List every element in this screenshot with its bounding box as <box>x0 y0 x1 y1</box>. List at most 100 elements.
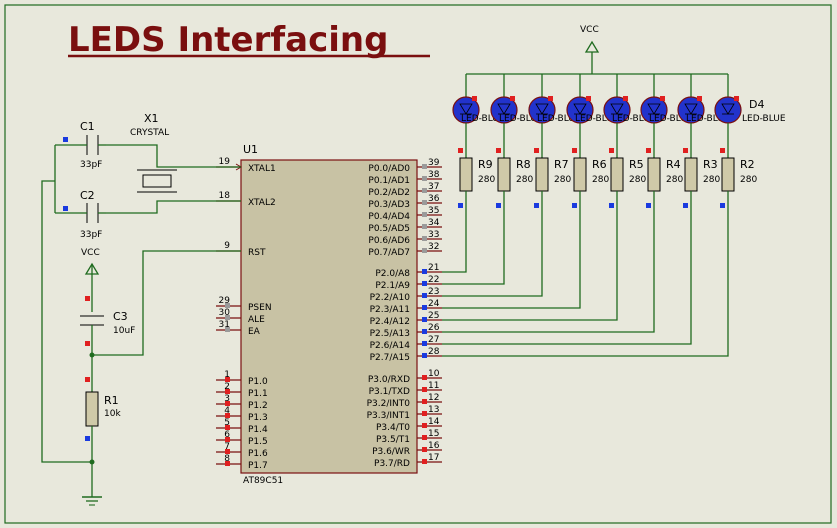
mcu-pin-label: P3.7/RD <box>374 459 410 469</box>
mcu-pin-label: ALE <box>248 315 265 325</box>
led-type-label: LED-BLUE <box>575 114 619 124</box>
mcu-pin-p1-5: 6P1.5 <box>216 430 268 447</box>
led-type-label: LED-BLUE <box>649 114 693 124</box>
c2-value: 33pF <box>80 230 102 240</box>
mcu-pin-label: P3.1/TXD <box>369 387 410 397</box>
mcu-pin-num: 35 <box>428 206 439 216</box>
mcu-pin-label: P0.5/AD5 <box>368 224 410 234</box>
mcu-pin-num: 28 <box>428 347 440 357</box>
mcu-pin-p3-7-rd: P3.7/RD 17 <box>374 453 442 469</box>
mcu-pin-label: P1.3 <box>248 413 268 423</box>
mcu-pin-label: P3.6/WR <box>372 447 410 457</box>
mcu-pin-label: P0.6/AD6 <box>368 236 410 246</box>
resistor-value: 280 <box>478 175 495 185</box>
mcu-pin-label: P2.4/A12 <box>370 317 410 327</box>
mcu-pin-label: P0.1/AD1 <box>368 176 410 186</box>
mcu-pin-label: XTAL1 <box>248 164 276 174</box>
r1-value: 10k <box>104 409 121 419</box>
mcu-pin-label: P3.4/T0 <box>376 423 410 433</box>
led-columns: LED-BLUER9280LED-BLUER8280LED-BLUER7280L… <box>442 74 757 357</box>
mcu-pin-p2-3-a11: P2.3/A11 24 <box>370 299 442 315</box>
led-channel-r7: LED-BLUE R7 280 <box>442 74 581 297</box>
crystal-ref: X1 <box>144 112 159 125</box>
mcu-pin-num: 22 <box>428 275 439 285</box>
resistor-body <box>535 157 549 192</box>
wire-xtal1 <box>55 144 241 168</box>
resistor-body <box>459 157 473 192</box>
mcu-pin-num: 36 <box>428 194 440 204</box>
wire-xtal2 <box>55 200 241 214</box>
resistor-ref: R7 <box>554 158 569 171</box>
mcu-pin-num: 12 <box>428 393 439 403</box>
mcu-pin-p3-4-t0: P3.4/T0 14 <box>376 417 442 433</box>
mcu-pin-num: 4 <box>224 406 230 416</box>
mcu-body <box>240 159 418 474</box>
mcu-pin-label: P0.0/AD0 <box>368 164 410 174</box>
mcu-pin-p0-1-ad1: P0.1/AD1 38 <box>368 170 442 186</box>
mcu-pin-num: 25 <box>428 311 439 321</box>
mcu-pin-num: 1 <box>224 370 230 380</box>
mcu-pin-num: 27 <box>428 335 439 345</box>
mcu-pin-num: 24 <box>428 299 440 309</box>
r1-ref: R1 <box>104 394 119 407</box>
wire-rst <box>91 250 241 356</box>
mcu-pin-num: 33 <box>428 230 439 240</box>
resistor-value: 280 <box>740 175 757 185</box>
r1-body <box>85 391 99 427</box>
mcu-pin-label: P1.6 <box>248 449 268 459</box>
mcu-pin-num: 19 <box>219 157 231 167</box>
mcu-pin-num: 38 <box>428 170 440 180</box>
mcu-pin-label: P2.5/A13 <box>370 329 410 339</box>
resistor-ref: R3 <box>703 158 718 171</box>
d4-ref: D4 <box>749 98 764 111</box>
led-bank: VCC LED-BLUER9280LED-BLUER8280LED-BLUER7… <box>442 25 786 357</box>
wire-port2-7 <box>442 191 729 357</box>
wire-port2-2 <box>442 191 543 297</box>
resistor-ref: R8 <box>516 158 531 171</box>
mcu-pin-num: 2 <box>224 382 230 392</box>
mcu-pin-num: 14 <box>428 417 440 427</box>
resistor-ref: R2 <box>740 158 755 171</box>
resistor-value: 280 <box>554 175 571 185</box>
reset-vcc-label: VCC <box>81 248 100 258</box>
mcu-u1[interactable]: U1 AT89C51 19XTAL118XTAL29RST29PSEN30ALE… <box>216 143 442 486</box>
mcu-pin-num: 6 <box>224 430 230 440</box>
mcu-pin-num: 32 <box>428 242 439 252</box>
mcu-pin-label: P3.2/INT0 <box>367 399 411 409</box>
mcu-pin-label: P2.3/A11 <box>370 305 410 315</box>
resistor-ref: R6 <box>592 158 607 171</box>
wire-ground-return <box>41 180 92 463</box>
mcu-pin-p3-5-t1: P3.5/T1 15 <box>376 429 442 445</box>
mcu-pin-num: 15 <box>428 429 439 439</box>
mcu-pin-label: P2.6/A14 <box>370 341 411 351</box>
mcu-pin-p0-6-ad6: P0.6/AD6 33 <box>368 230 442 246</box>
wire-port2-4 <box>442 191 618 321</box>
mcu-pin-label: P1.5 <box>248 437 268 447</box>
mcu-pin-num: 17 <box>428 453 439 463</box>
mcu-pin-label: P2.2/A10 <box>370 293 411 303</box>
mcu-pin-num: 29 <box>219 296 231 306</box>
d4-type: LED-BLUE <box>742 114 786 124</box>
mcu-pin-label: P0.2/AD2 <box>368 188 410 198</box>
resistor-value: 280 <box>629 175 646 185</box>
mcu-pin-label: P1.2 <box>248 401 268 411</box>
led-type-label: LED-BLUE <box>499 114 543 124</box>
mcu-pin-label: P3.5/T1 <box>376 435 410 445</box>
crystal-value: CRYSTAL <box>130 128 169 138</box>
mcu-pin-p3-2-int0: P3.2/INT0 12 <box>367 393 442 409</box>
